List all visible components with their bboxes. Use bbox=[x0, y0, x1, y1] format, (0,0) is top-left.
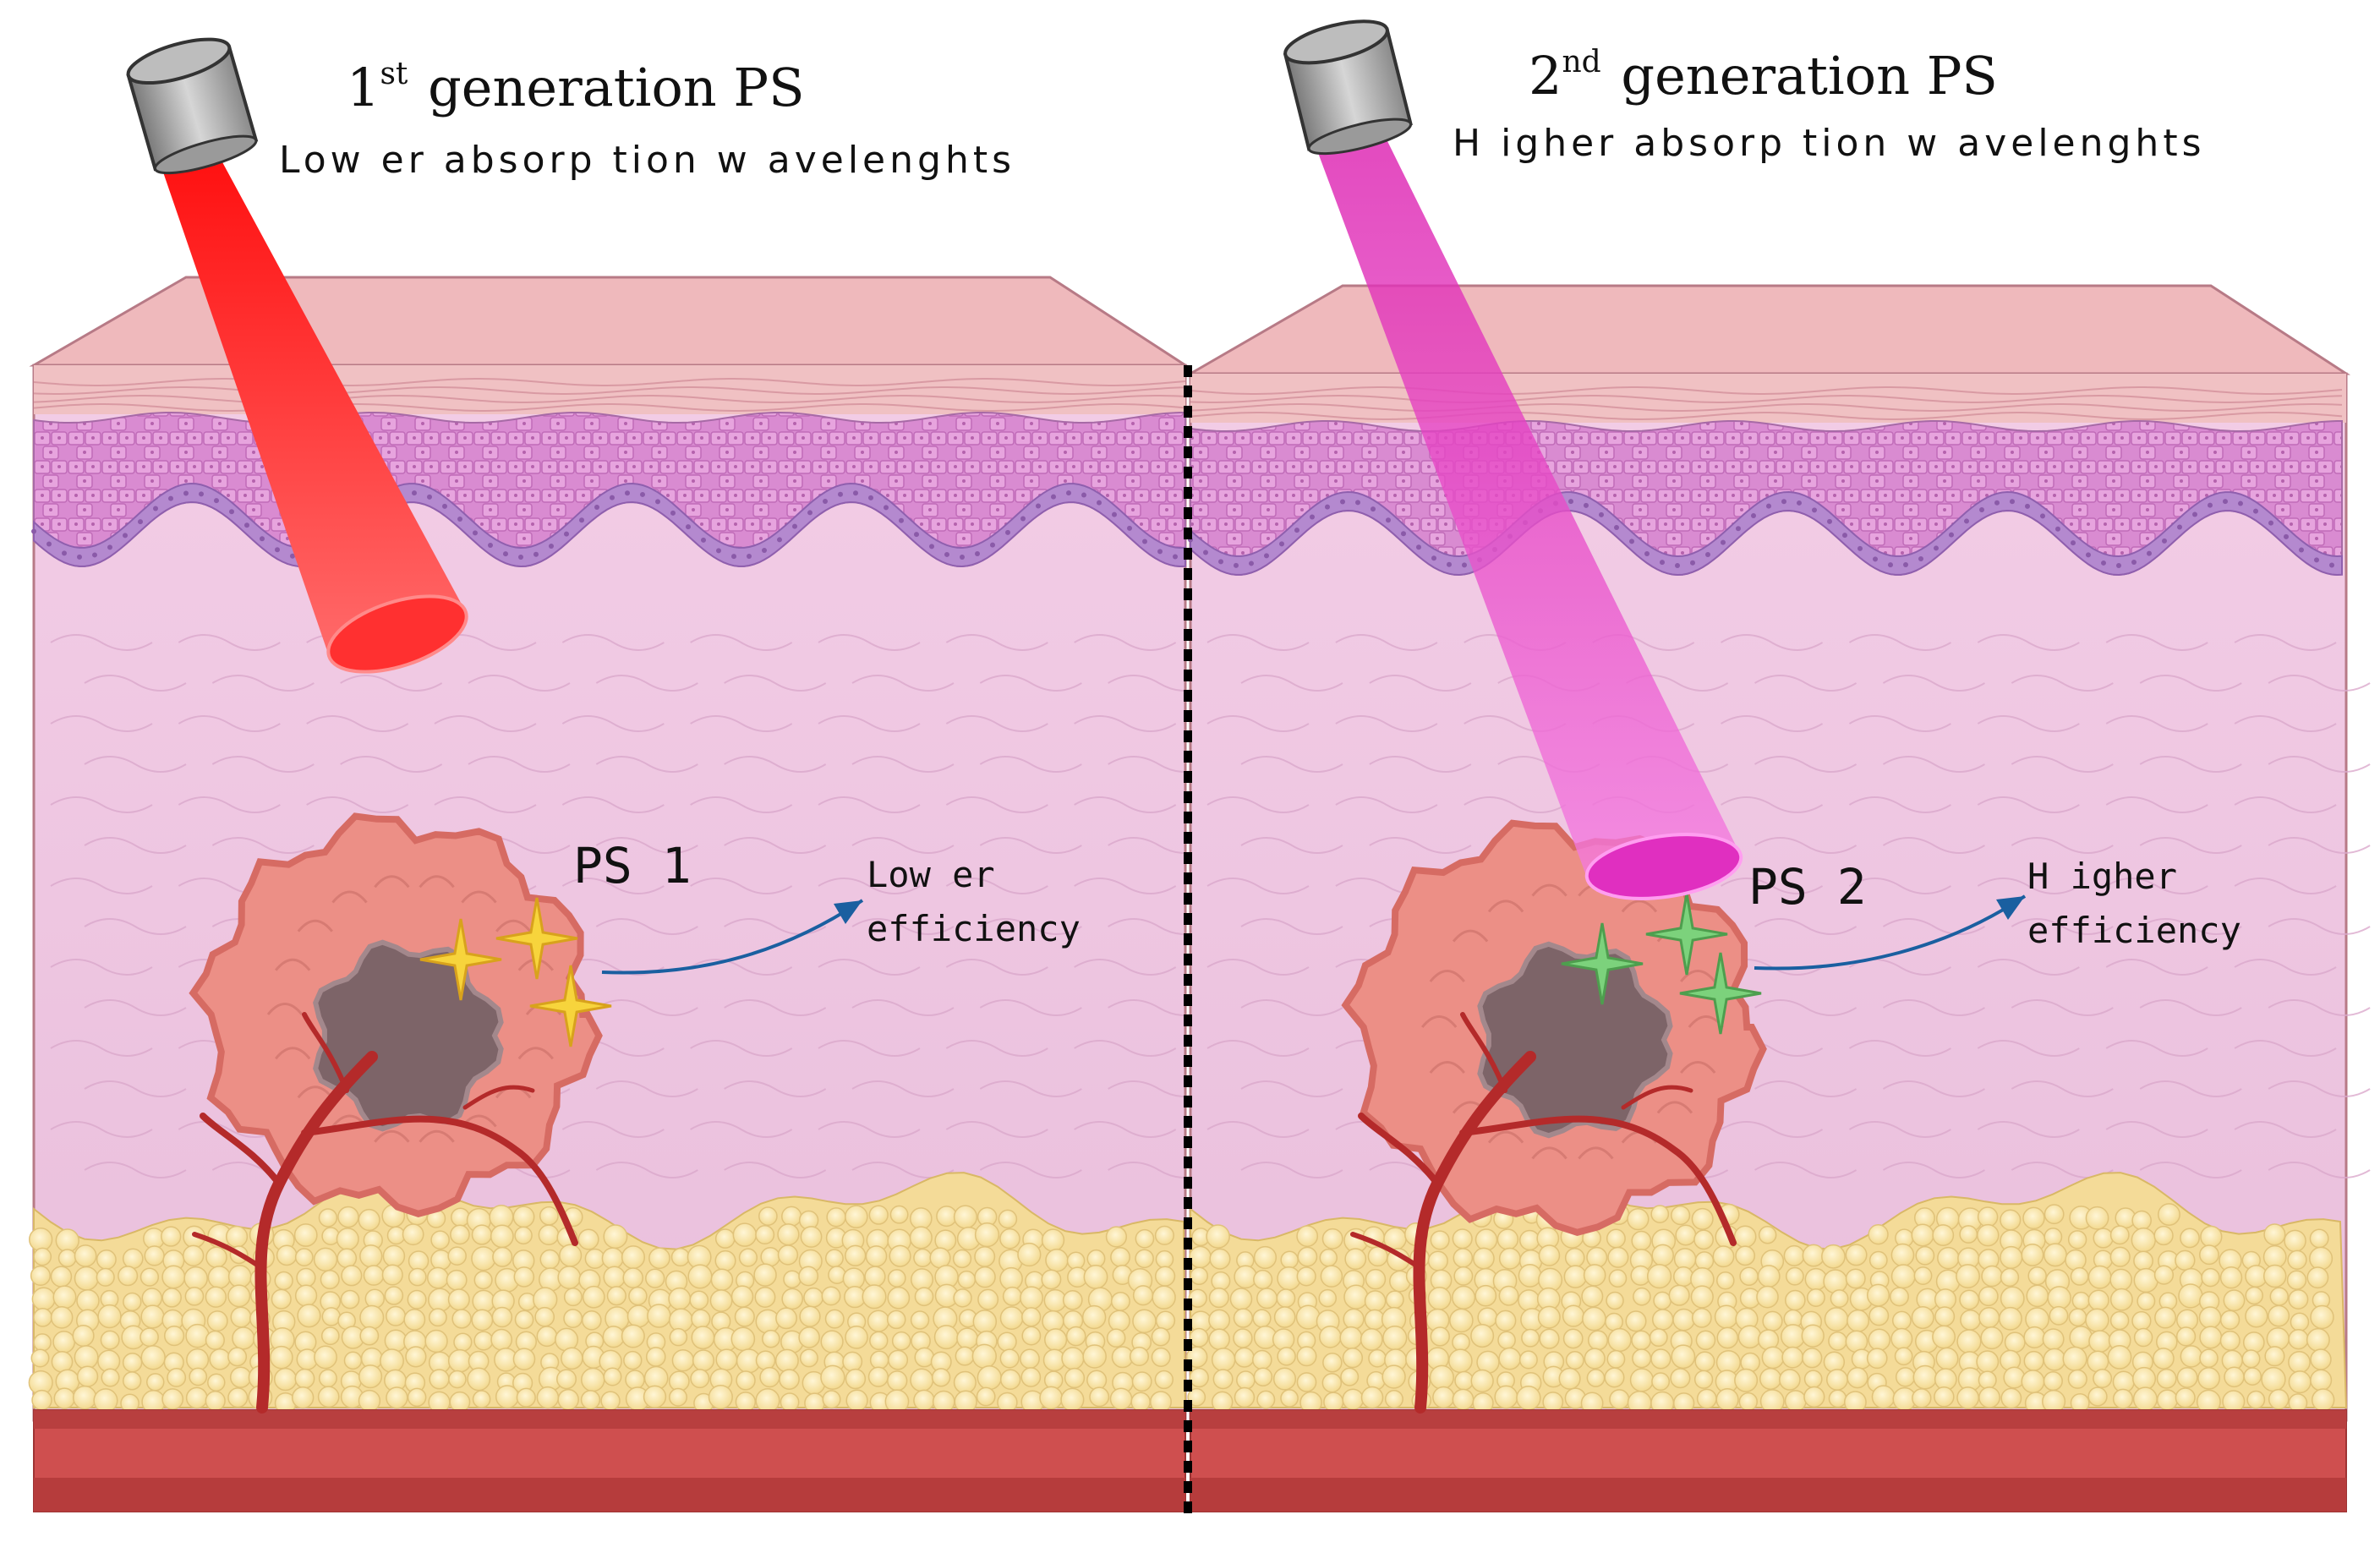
efficiency-line-2: efficiency bbox=[867, 908, 1081, 949]
generation-title-1: 1st generation PS bbox=[347, 59, 805, 114]
muscle-top-band bbox=[34, 1410, 1185, 1429]
efficiency-arrow-head bbox=[834, 900, 862, 924]
muscle-bottom-band bbox=[34, 1478, 1185, 1512]
corneum-lines bbox=[1190, 386, 2343, 420]
light-spot bbox=[1584, 833, 1743, 900]
light-spot bbox=[326, 594, 468, 674]
photosensitizer-star bbox=[1645, 893, 1728, 976]
photosensitizer-star bbox=[419, 918, 502, 1001]
corneum-lines bbox=[33, 378, 1186, 412]
efficiency-line-1: Low er bbox=[867, 854, 995, 895]
muscle-top-band bbox=[1190, 1410, 2346, 1429]
blood-vessel bbox=[1350, 1012, 1737, 1414]
ps-label-2: PS 2 bbox=[1748, 858, 1867, 916]
light-source-icon bbox=[126, 37, 259, 175]
absorption-subtitle-2: H igher absorp tion w avelenghts bbox=[1453, 122, 2206, 165]
efficiency-line-1: H igher bbox=[2027, 856, 2178, 897]
skin-panel-1 bbox=[28, 37, 1211, 1512]
generation-title-2: 2nd generation PS bbox=[1529, 47, 1998, 102]
stratum-corneum bbox=[1190, 374, 2346, 423]
efficiency-arrow bbox=[1754, 894, 2027, 971]
photosensitizer-star bbox=[495, 897, 578, 980]
blood-vessel bbox=[192, 1012, 578, 1414]
skin-panel-2 bbox=[1185, 19, 2371, 1512]
generation-number: 2 bbox=[1529, 45, 1562, 107]
light-source-icon bbox=[1283, 19, 1413, 156]
generation-suffix: st bbox=[380, 57, 408, 91]
generation-number: 1 bbox=[347, 57, 380, 118]
photosensitizer-star bbox=[529, 965, 612, 1047]
tumor-texture bbox=[1421, 883, 1724, 1160]
light-beam bbox=[1315, 139, 1742, 878]
skin-surface-top bbox=[1185, 284, 2351, 375]
efficiency-label-2: H igher efficiency bbox=[2027, 850, 2241, 958]
efficiency-label-1: Low er efficiency bbox=[867, 848, 1081, 956]
ps-label-1: PS 1 bbox=[573, 837, 692, 894]
efficiency-arrow bbox=[601, 899, 864, 975]
efficiency-line-2: efficiency bbox=[2027, 910, 2241, 951]
generation-text: generation PS bbox=[411, 57, 805, 118]
generation-text: generation PS bbox=[1604, 45, 1998, 107]
stratum-corneum bbox=[34, 365, 1185, 414]
basal-nuclei bbox=[31, 490, 1178, 560]
fat-cells bbox=[1185, 1203, 2335, 1415]
absorption-subtitle-1: Low er absorp tion w avelenghts bbox=[279, 139, 1016, 182]
photosensitizer-star bbox=[1679, 952, 1762, 1035]
generation-suffix: nd bbox=[1562, 45, 1601, 79]
muscle-bottom-band bbox=[1190, 1478, 2346, 1512]
efficiency-arrow-head bbox=[1996, 896, 2025, 920]
light-beam bbox=[161, 161, 466, 657]
photosensitizer-star bbox=[1561, 922, 1644, 1005]
